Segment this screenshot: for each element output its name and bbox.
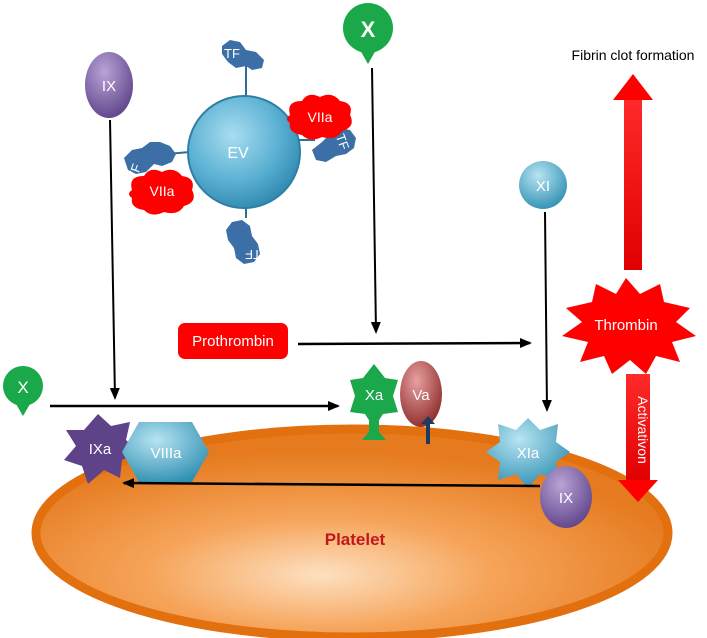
factor-va: Va (400, 361, 442, 444)
viiia-label: VIIIa (151, 445, 183, 462)
ixa-label: IXa (89, 441, 112, 458)
factor-ix-bottom: IX (540, 466, 592, 528)
arrow-x-down (370, 67, 381, 334)
factor-x-left: X (3, 366, 43, 416)
factor-xi: XI (519, 161, 567, 209)
activation-label: Activativon (635, 396, 651, 464)
viia-label: VIIa (150, 183, 175, 199)
tf-protein-bottom: TF (226, 220, 261, 264)
xa-label: Xa (365, 387, 384, 404)
tf-label: TF (245, 247, 261, 262)
activation-arrow: Activativon (618, 374, 658, 502)
fibrin-arrow: Fibrin clot formation (572, 47, 695, 270)
arrow-prothrombin-to-thrombin (297, 338, 532, 349)
factor-ix-top: IX (85, 52, 133, 118)
tf-label: TF (333, 132, 353, 152)
platelet: Platelet (31, 424, 673, 638)
viia-cloud-right: VIIa (287, 94, 352, 140)
xia-label: XIa (517, 445, 540, 462)
viia-cloud-left: VIIa (129, 169, 194, 215)
ix-label: IX (559, 490, 573, 507)
arrow-ix-to-ixa (122, 478, 541, 489)
x-label: X (361, 17, 376, 42)
x-label: X (17, 378, 28, 397)
va-label: Va (412, 387, 430, 404)
xi-label: XI (536, 178, 550, 195)
factor-xa: Xa (350, 364, 398, 440)
prothrombin-box: Prothrombin (178, 323, 288, 359)
ix-label: IX (102, 78, 116, 95)
thrombin-label: Thrombin (594, 317, 657, 334)
platelet-label: Platelet (325, 530, 386, 549)
factor-viiia: VIIIa (122, 422, 209, 482)
viia-label: VIIa (308, 109, 333, 125)
extracellular-vesicle: EV (187, 95, 301, 209)
tf-label: TF (224, 46, 240, 61)
arrow-xi-down (541, 211, 552, 412)
ev-label: EV (227, 145, 249, 162)
factor-xia: XIa (486, 418, 570, 488)
arrow-ix-down (109, 119, 120, 400)
fibrin-label: Fibrin clot formation (572, 47, 695, 63)
tf-protein-right: TF (312, 128, 356, 162)
factor-ixa: IXa (64, 414, 140, 484)
factor-x-top: X (343, 3, 393, 64)
tf-protein-top: TF (222, 40, 264, 70)
prothrombin-label: Prothrombin (192, 333, 274, 350)
thrombin-burst: Thrombin (562, 278, 696, 374)
